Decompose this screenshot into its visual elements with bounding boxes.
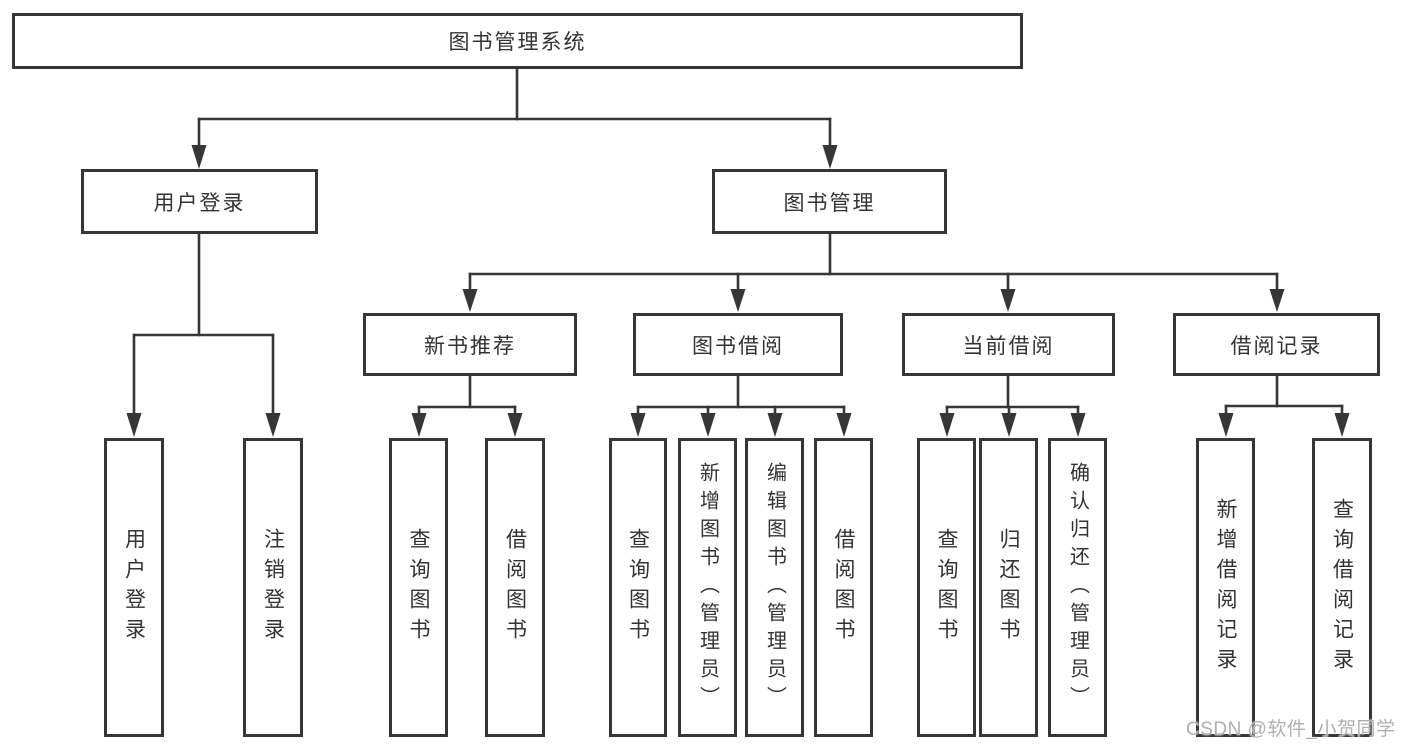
leaf-query-books-recommend: 查询图书 [389,438,448,737]
leaf-add-borrow-record-label: 新增借阅记录 [1214,497,1238,678]
leaf-edit-books-admin: 编辑图书（管理员） [745,438,804,737]
connector-current-borrow-to-leaves [939,374,1086,437]
leaf-add-books-admin: 新增图书（管理员） [678,438,737,737]
leaf-user-login: 用户登录 [104,438,164,737]
leaf-add-books-admin-label: 新增图书（管理员） [696,461,719,714]
leaf-confirm-return-admin: 确认归还（管理员） [1048,438,1107,737]
leaf-query-books-borrow-label: 查询图书 [626,527,650,648]
node-user-login: 用户登录 [81,169,318,234]
leaf-return-books-label: 归还图书 [997,527,1021,648]
leaf-borrow-books-recommend: 借阅图书 [485,438,545,737]
leaf-query-books-borrow: 查询图书 [609,438,667,737]
node-book-management-label: 图书管理 [783,191,876,215]
connector-borrow-record-to-leaves [1218,374,1350,437]
leaf-logout-login: 注销登录 [243,438,303,737]
connector-root-to-level2 [191,67,838,169]
connector-book-borrow-to-leaves [630,374,852,437]
leaf-query-borrow-record: 查询借阅记录 [1312,438,1372,737]
leaf-logout-login-label: 注销登录 [261,527,285,648]
node-borrowing-records: 借阅记录 [1173,313,1380,376]
leaf-borrow-books-recommend-label: 借阅图书 [503,527,527,648]
connector-new-book-to-leaves [411,374,523,437]
node-current-borrowing: 当前借阅 [902,313,1115,376]
leaf-query-books-current-label: 查询图书 [935,527,959,648]
leaf-query-books-current: 查询图书 [917,438,976,737]
leaf-borrow-books-borrow: 借阅图书 [814,438,873,737]
node-new-book-recommendation: 新书推荐 [363,313,577,376]
connector-user-login-to-leaves [126,232,281,437]
node-current-borrowing-label: 当前借阅 [962,334,1055,358]
node-borrowing-records-label: 借阅记录 [1230,334,1323,358]
leaf-query-books-recommend-label: 查询图书 [407,527,431,648]
csdn-watermark: CSDN @软件_小贺同学 [1186,719,1396,740]
leaf-confirm-return-admin-label: 确认归还（管理员） [1066,461,1089,714]
leaf-borrow-books-borrow-label: 借阅图书 [832,527,856,648]
node-new-book-recommendation-label: 新书推荐 [424,334,516,358]
leaf-add-borrow-record: 新增借阅记录 [1196,438,1255,737]
node-library-management-system-label: 图书管理系统 [448,31,587,54]
connector-book-management-to-level3 [462,232,1285,312]
node-user-login-label: 用户登录 [153,191,246,215]
leaf-edit-books-admin-label: 编辑图书（管理员） [763,461,786,714]
node-book-borrowing-label: 图书借阅 [692,334,784,358]
leaf-query-borrow-record-label: 查询借阅记录 [1330,497,1354,678]
node-book-borrowing: 图书借阅 [633,313,843,376]
node-book-management: 图书管理 [712,169,947,234]
leaf-user-login-label: 用户登录 [122,527,146,648]
node-library-management-system: 图书管理系统 [12,13,1023,69]
leaf-return-books: 归还图书 [979,438,1038,737]
